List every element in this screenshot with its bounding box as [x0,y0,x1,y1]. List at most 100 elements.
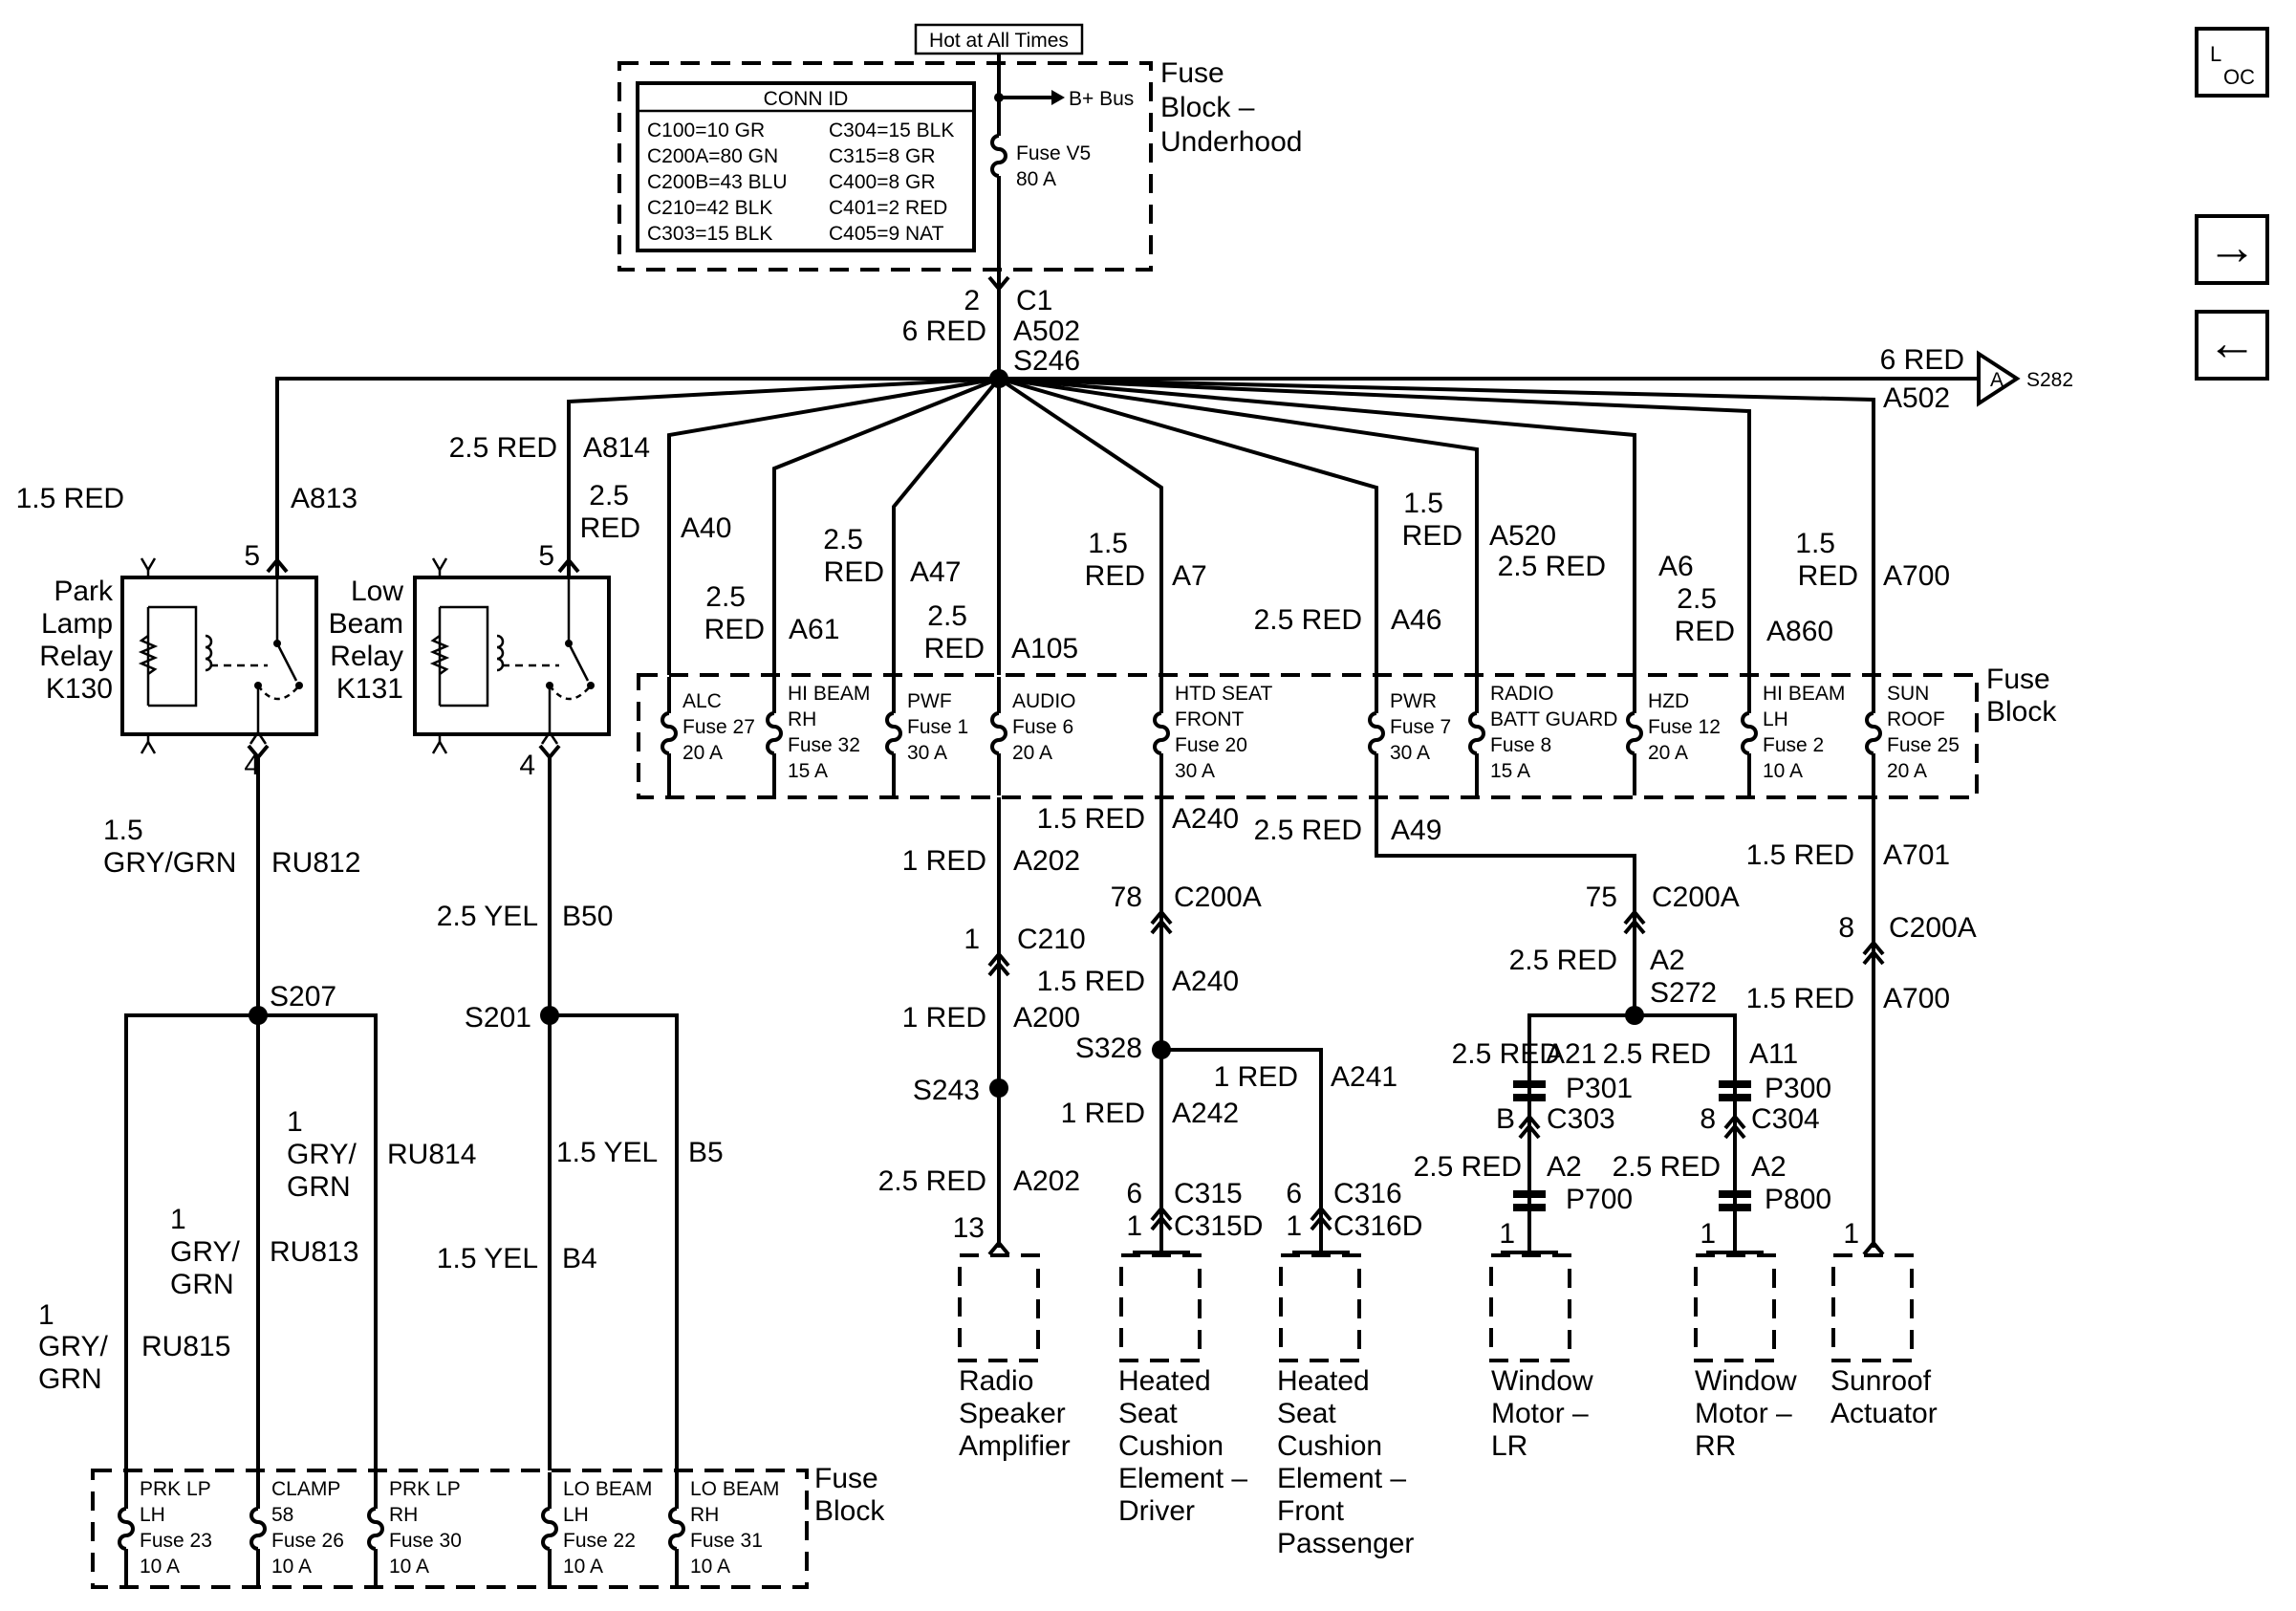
main-circuit: A502 [1013,316,1080,347]
lower-fuse-block-name: Fuse Block [814,1463,885,1527]
svg-text:A241: A241 [1331,1061,1397,1093]
svg-text:A240: A240 [1172,966,1239,997]
svg-text:B5: B5 [688,1137,724,1168]
sunroof-actuator [1831,1253,1914,1362]
svg-text:A2: A2 [1547,1151,1582,1183]
fuse-label: Fuse 26 [271,1530,344,1552]
svg-text:1: 1 [38,1299,54,1331]
svg-text:A520: A520 [1489,520,1556,552]
svg-text:A2: A2 [1650,945,1685,976]
fuse-label: Fuse 20 [1175,734,1247,756]
svg-text:Fuse: Fuse [1160,57,1224,89]
svg-text:A242: A242 [1172,1098,1239,1129]
svg-text:C200A: C200A [1174,882,1262,913]
svg-text:RED: RED [1402,520,1462,552]
svg-text:A7: A7 [1172,560,1207,592]
svg-text:C210: C210 [1017,924,1086,955]
svg-text:C303=15 BLK: C303=15 BLK [647,223,772,245]
offpage-dest: S282 [2026,369,2073,391]
svg-text:A46: A46 [1391,604,1441,636]
svg-text:A11: A11 [1749,1038,1798,1070]
svg-text:S272: S272 [1650,977,1717,1009]
svg-text:1: 1 [170,1204,186,1235]
svg-text:2.5: 2.5 [927,600,967,632]
svg-text:RU814: RU814 [387,1139,476,1170]
svg-text:RR: RR [1695,1430,1736,1462]
svg-text:A860: A860 [1766,616,1833,647]
fuse-symbol-icon [1153,711,1170,755]
fuse-symbol-icon [766,711,783,755]
underhood-block-name: Fuse Block – Underhood [1160,57,1302,158]
svg-text:LR: LR [1491,1430,1527,1462]
fuse-symbol-icon [118,1507,135,1551]
svg-text:Element –: Element – [1277,1463,1406,1494]
audio-labels: 1 RED A202 1 C210 1 RED A200 S243 2.5 RE… [878,845,1086,1244]
svg-text:Block: Block [814,1495,885,1527]
park-lamp-relay: 1.5 RED A813 5 4 Park Lamp Relay K130 [16,483,357,781]
offpage-connector-a[interactable] [1977,350,2021,407]
fuse-block [637,673,1979,799]
svg-text:1.5 RED: 1.5 RED [16,483,124,514]
previous-page-button[interactable]: ← [2195,310,2269,381]
svg-text:Lamp: Lamp [41,608,113,640]
fuse-label: 20 A [1648,742,1688,764]
fuse-label: SUN [1887,683,1929,705]
svg-text:A814: A814 [583,432,650,464]
c210-connector [987,950,1010,977]
svg-text:2.5: 2.5 [1677,583,1717,615]
svg-text:Heated: Heated [1277,1365,1370,1397]
fuse-label: RADIO [1490,683,1554,705]
window-motor-rr-label: Window Motor – RR [1695,1365,1797,1462]
svg-text:Cushion: Cushion [1118,1430,1224,1462]
sunroof-actuator-label: Sunroof Actuator [1830,1365,1938,1429]
loc-l: L [2210,42,2221,66]
fuse-label: PWR [1390,690,1437,712]
svg-text:C200A=80 GN: C200A=80 GN [647,145,778,167]
next-page-button[interactable]: → [2195,214,2269,285]
svg-text:P800: P800 [1765,1184,1831,1215]
main-wire: 6 RED [902,316,986,347]
splice-s243 [989,1078,1008,1098]
left-arrow-icon: ← [2207,316,2257,371]
svg-text:GRN: GRN [170,1269,234,1300]
window-rr-inline [1706,1080,1764,1254]
svg-text:RED: RED [1085,560,1145,592]
svg-text:Radio: Radio [959,1365,1033,1397]
svg-text:A105: A105 [1011,633,1078,664]
svg-text:C200B=43 BLU: C200B=43 BLU [647,171,788,193]
fuse-symbol-icon [668,1507,685,1551]
b50-size: 2.5 YEL [437,901,538,932]
svg-text:1.5 YEL: 1.5 YEL [437,1243,538,1274]
fuse-label: Fuse 23 [140,1530,212,1552]
ru812-size-1: 1.5 [103,815,143,846]
svg-text:2.5 RED: 2.5 RED [449,432,557,464]
fuse-symbol-icon [249,1507,267,1551]
heated-seat-driver-label: Heated Seat Cushion Element – Driver [1118,1365,1247,1527]
fuse-label: 20 A [1012,742,1052,764]
fuse-label: 10 A [690,1556,730,1578]
svg-text:2.5: 2.5 [705,581,746,613]
svg-text:C303: C303 [1547,1103,1615,1135]
fuse-label: 15 A [1490,760,1530,782]
svg-text:C304: C304 [1751,1103,1820,1135]
fuse-symbol-icon [885,711,902,755]
fuse-label: Fuse 31 [690,1530,763,1552]
svg-text:A49: A49 [1391,815,1441,846]
conn-id-title: CONN ID [764,88,849,110]
svg-text:13: 13 [953,1212,985,1244]
conn-id-left: C100=10 GR C200A=80 GN C200B=43 BLU C210… [647,120,788,245]
svg-text:B: B [1496,1103,1515,1135]
fuse-label: RH [389,1504,418,1526]
svg-text:1: 1 [287,1106,303,1138]
svg-text:Element –: Element – [1118,1463,1247,1494]
svg-text:P700: P700 [1566,1184,1633,1215]
location-button[interactable]: L OC [2195,27,2269,98]
svg-text:78: 78 [1111,882,1142,913]
svg-text:Driver: Driver [1118,1495,1195,1527]
